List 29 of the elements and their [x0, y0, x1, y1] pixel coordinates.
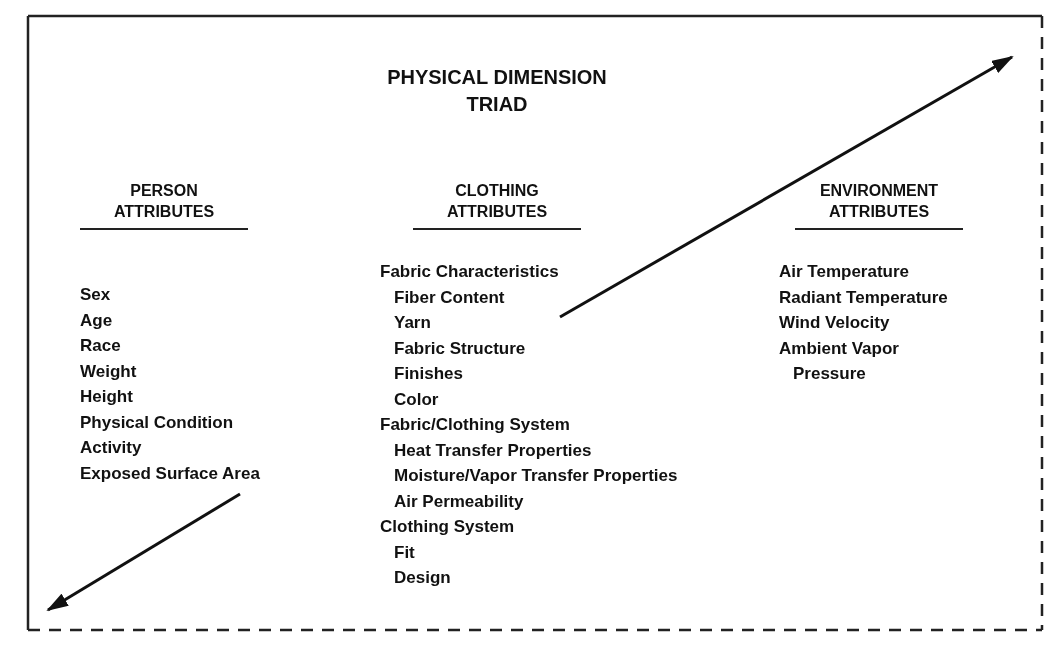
attribute-item: Fabric/Clothing System [380, 414, 570, 436]
attribute-item: Clothing System [380, 516, 515, 538]
attribute-item: Radiant Temperature [779, 286, 948, 309]
attribute-item: Ambient Vapor Pressure [779, 337, 900, 385]
attribute-item: Moisture/Vapor Transfer Properties [394, 465, 678, 487]
attribute-item: Finishes [394, 363, 463, 385]
attribute-item: Activity [80, 437, 142, 459]
diagram-title: PHYSICAL DIMENSION TRIAD [386, 65, 608, 117]
column-heading: PERSON ATTRIBUTES [80, 180, 248, 230]
attribute-item: Exposed Surface Area [80, 462, 260, 485]
attribute-item: Fit [394, 541, 415, 564]
attribute-item: Yarn [394, 312, 431, 334]
attribute-item: Color [394, 388, 439, 411]
attribute-item: Wind Velocity [779, 312, 890, 334]
attribute-item: Air Temperature [779, 261, 910, 283]
attribute-item: Age [80, 309, 113, 332]
attribute-item: Height [80, 386, 133, 408]
attribute-item: Air Permeability [394, 490, 524, 513]
column-heading: ENVIRONMENT ATTRIBUTES [795, 180, 963, 230]
attribute-item: Fiber Content [394, 286, 505, 309]
column-heading: CLOTHING ATTRIBUTES [413, 180, 581, 230]
attribute-item: Physical Condition [80, 411, 234, 434]
attribute-item: Fabric Characteristics [380, 261, 559, 283]
attribute-item: Weight [80, 360, 137, 383]
attribute-item: Sex [80, 284, 111, 306]
attribute-item: Heat Transfer Properties [394, 439, 592, 462]
attribute-item: Race [80, 335, 121, 357]
attribute-item: Fabric Structure [394, 337, 526, 360]
attribute-item: Design [394, 567, 451, 589]
